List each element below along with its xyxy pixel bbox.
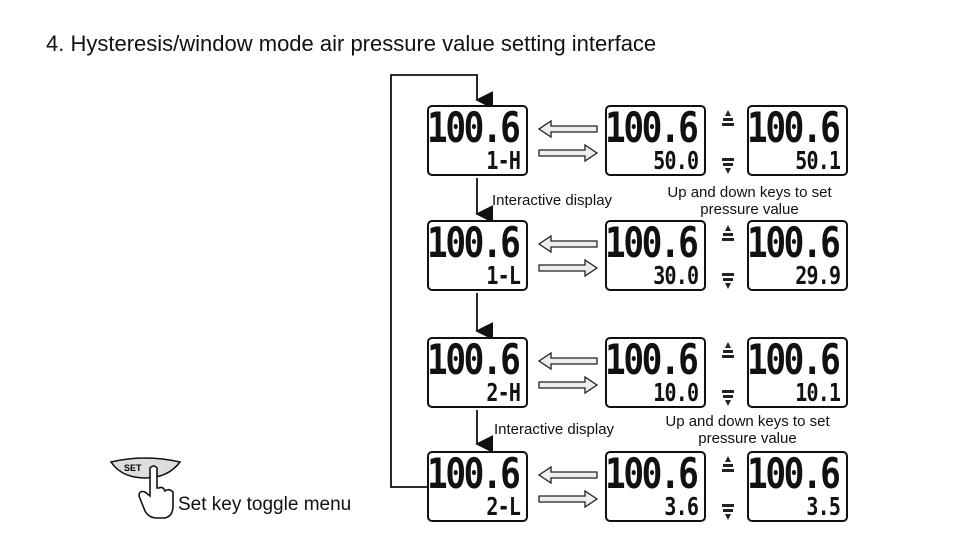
up-down-keys-icon [722,456,734,520]
pressure-reading: 100.6 [426,449,521,498]
mode-label: 1-H [486,146,521,175]
set-value: 3.6 [664,492,699,521]
up-down-keys-icon [722,110,734,174]
loop-line [390,74,494,488]
double-arrow-icon [537,119,599,163]
up-down-keys-note: Up and down keys to set pressure value [667,184,832,218]
pressure-reading: 100.6 [746,103,841,152]
pressure-reading: 100.6 [426,218,521,267]
set-value: 50.0 [653,146,699,175]
adjusted-value: 50.1 [795,146,841,175]
mode-label: 2-H [486,378,521,407]
adjusted-value: 29.9 [795,261,841,290]
pressure-reading: 100.6 [746,335,841,384]
interactive-display-note: Interactive display [492,192,613,209]
set-key-note: Set key toggle menu [178,494,352,515]
pressure-reading: 100.6 [604,335,699,384]
mode-label: 1-L [486,261,521,290]
page-title: 4. Hysteresis/window mode air pressure v… [46,31,657,56]
pressure-reading: 100.6 [604,449,699,498]
pressure-reading: 100.6 [426,335,521,384]
pressure-reading: 100.6 [746,449,841,498]
up-down-keys-icon [722,225,734,289]
set-key-label: SET [124,463,142,473]
set-key-hand-icon: SET [109,457,182,519]
double-arrow-icon [537,234,599,278]
up-down-keys-note: Up and down keys to set pressure value [665,413,830,447]
up-down-keys-icon [722,342,734,406]
adjusted-value: 10.1 [795,378,841,407]
set-value: 30.0 [653,261,699,290]
set-value: 10.0 [653,378,699,407]
pressure-reading: 100.6 [604,218,699,267]
pressure-reading: 100.6 [746,218,841,267]
adjusted-value: 3.5 [806,492,841,521]
pressure-reading: 100.6 [426,103,521,152]
interactive-display-note: Interactive display [494,421,615,438]
double-arrow-icon [537,351,599,395]
pressure-reading: 100.6 [604,103,699,152]
mode-label: 2-L [486,492,521,521]
double-arrow-icon [537,465,599,509]
